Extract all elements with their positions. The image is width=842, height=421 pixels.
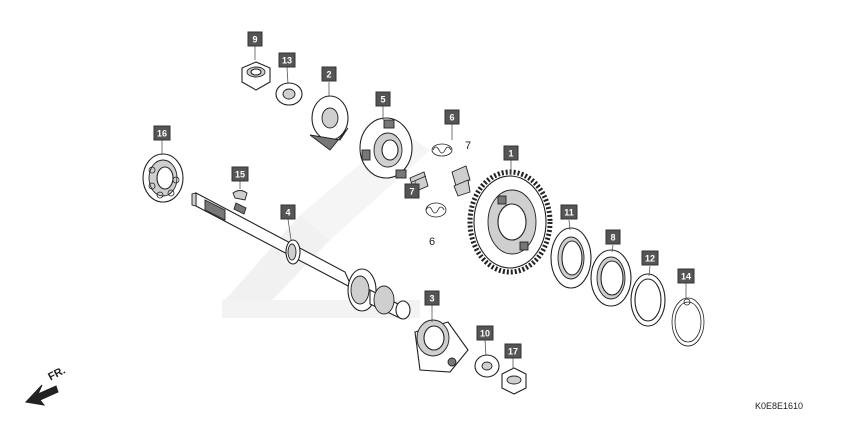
nut-part-bottom [501, 367, 527, 395]
collar-part [414, 319, 469, 373]
bearing-part [142, 153, 184, 203]
svg-text:7: 7 [409, 187, 414, 197]
callout-1: 1 [503, 145, 519, 161]
washer-part-bottom [474, 354, 500, 378]
callout-4: 4 [280, 204, 296, 220]
key-part [232, 190, 248, 201]
svg-text:13: 13 [282, 56, 292, 66]
diagram-code: K0E8E1610 [755, 401, 804, 411]
svg-text:1: 1 [508, 149, 513, 159]
callout-5: 5 [375, 91, 391, 107]
nut-part-top [241, 61, 271, 91]
callout-14: 14 [677, 268, 695, 284]
ring-part [630, 273, 666, 327]
washer-part-top [275, 82, 303, 106]
callout-7: 7 [404, 183, 420, 199]
washer-part-11 [550, 227, 592, 289]
svg-text:8: 8 [610, 233, 615, 243]
svg-text:3: 3 [429, 294, 434, 304]
cam-part [309, 95, 349, 151]
callout-17: 17 [504, 343, 522, 359]
spring-part-lower [425, 202, 447, 218]
callout-15: 15 [231, 166, 249, 182]
svg-text:9: 9 [252, 35, 257, 45]
front-direction-arrow [24, 384, 59, 406]
callout-3: 3 [424, 290, 440, 306]
svg-text:4: 4 [285, 208, 290, 218]
snap-ring-part [671, 297, 705, 347]
washer-part-8 [590, 249, 632, 307]
svg-text:6: 6 [449, 113, 454, 123]
callout-9: 9 [247, 31, 263, 47]
svg-text:12: 12 [645, 254, 655, 264]
svg-text:16: 16 [157, 129, 167, 139]
gear-part [467, 169, 553, 275]
callout-12: 12 [641, 250, 659, 266]
svg-text:2: 2 [326, 70, 331, 80]
svg-text:15: 15 [235, 170, 245, 180]
callout-13: 13 [278, 52, 296, 68]
svg-text:10: 10 [480, 329, 490, 339]
plain-label-7: 7 [465, 140, 471, 152]
callout-16: 16 [153, 125, 171, 141]
svg-text:17: 17 [508, 347, 518, 357]
leader-lines [161, 46, 687, 369]
callout-8: 8 [605, 229, 621, 245]
shaft-part [191, 192, 411, 320]
callout-2: 2 [321, 66, 337, 82]
svg-text:14: 14 [681, 272, 691, 282]
svg-text:5: 5 [380, 95, 385, 105]
svg-text:11: 11 [564, 208, 574, 218]
damper-part-right [451, 165, 471, 197]
callout-6: 6 [444, 109, 460, 125]
spring-part-upper [431, 143, 453, 157]
plain-label-6: 6 [429, 236, 435, 248]
callout-10: 10 [476, 325, 494, 341]
callout-11: 11 [560, 204, 578, 220]
balancer-weight-part [359, 117, 413, 179]
